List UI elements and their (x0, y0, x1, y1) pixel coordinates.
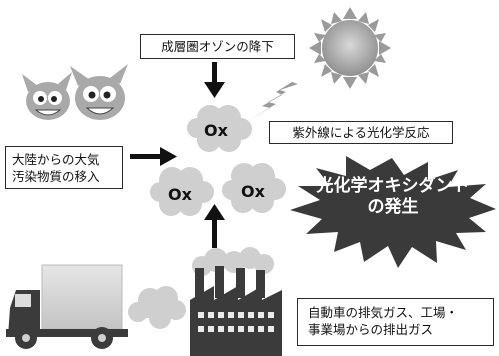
lightning-icon (246, 82, 298, 122)
factory-icon (190, 247, 282, 356)
emissions-line1: 自動車の排気ガス、工場・ (308, 305, 459, 320)
emissions-line2: 事業場からの排出ガス (308, 322, 434, 337)
arrow-up (204, 204, 225, 248)
devil-face-icon (22, 64, 128, 120)
ox-label-top: Ox (204, 121, 228, 140)
smoke-cloud-icon (128, 286, 186, 329)
ox-cloud-left (150, 167, 214, 216)
stratosphere-ozone-label: 成層圏オゾンの降下 (161, 39, 274, 54)
oxidant-generation-label: 光化学オキシダント の発生 (298, 176, 488, 218)
oxidant-line1: 光化学オキシダント (316, 176, 470, 196)
emissions-box: 自動車の排気ガス、工場・ 事業場からの排出ガス (297, 298, 494, 346)
ox-label-left: Ox (168, 185, 192, 204)
continental-pollution-line1: 大陸からの大気 (12, 152, 100, 167)
continental-pollution-box: 大陸からの大気 汚染物質の移入 (5, 146, 123, 189)
uv-reaction-label: 紫外線による光化学反応 (292, 125, 430, 140)
oxidant-line2: の発生 (367, 197, 419, 217)
ox-cloud-right (222, 163, 286, 213)
arrow-right (130, 147, 177, 166)
truck-icon (6, 264, 128, 349)
ox-cloud-top (187, 105, 252, 152)
sun-icon (309, 7, 391, 89)
uv-reaction-box: 紫外線による光化学反応 (269, 121, 453, 144)
oxidant-burst (290, 156, 496, 268)
continental-pollution-line2: 汚染物質の移入 (12, 169, 100, 184)
ox-label-right: Ox (241, 182, 265, 201)
stratosphere-ozone-box: 成層圏オゾンの降下 (140, 34, 295, 59)
arrow-down (204, 62, 225, 98)
